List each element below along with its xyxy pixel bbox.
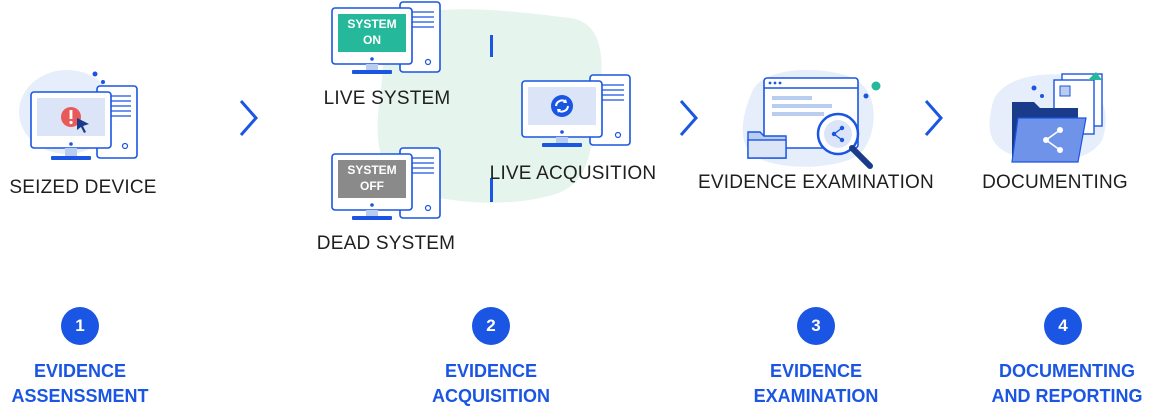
documenting-icon — [989, 72, 1106, 163]
step-number-badge: 3 — [797, 307, 835, 345]
system-off-screen-text: SYSTEM OFF — [347, 163, 397, 193]
step-number-badge: 1 — [61, 307, 99, 345]
live-acquisition-computer-icon — [521, 74, 631, 147]
seized-device-icon — [19, 70, 138, 160]
chevron-right-icon — [239, 100, 259, 136]
connector-tick — [490, 35, 493, 57]
connector-tick — [490, 178, 493, 202]
live-system-computer-icon — [331, 1, 441, 74]
dead-system-computer-icon — [331, 147, 441, 220]
system-on-screen-text: SYSTEM ON — [347, 17, 397, 47]
chevron-right-icon — [679, 100, 699, 136]
dead-system-label: DEAD SYSTEM — [316, 233, 456, 254]
seized-device-label: SEIZED DEVICE — [9, 177, 157, 198]
chevron-right-icon — [924, 100, 944, 136]
live-system-label: LIVE SYSTEM — [323, 88, 451, 109]
evidence-examination-label: EVIDENCE EXAMINATION — [698, 172, 934, 193]
step-number-badge: 4 — [1044, 307, 1082, 345]
step-number-badge: 2 — [472, 307, 510, 345]
evidence-examination-icon — [742, 69, 881, 169]
live-acquisition-label: LIVE ACQUSITION — [489, 163, 657, 184]
documenting-label: DOCUMENTING — [982, 172, 1128, 193]
